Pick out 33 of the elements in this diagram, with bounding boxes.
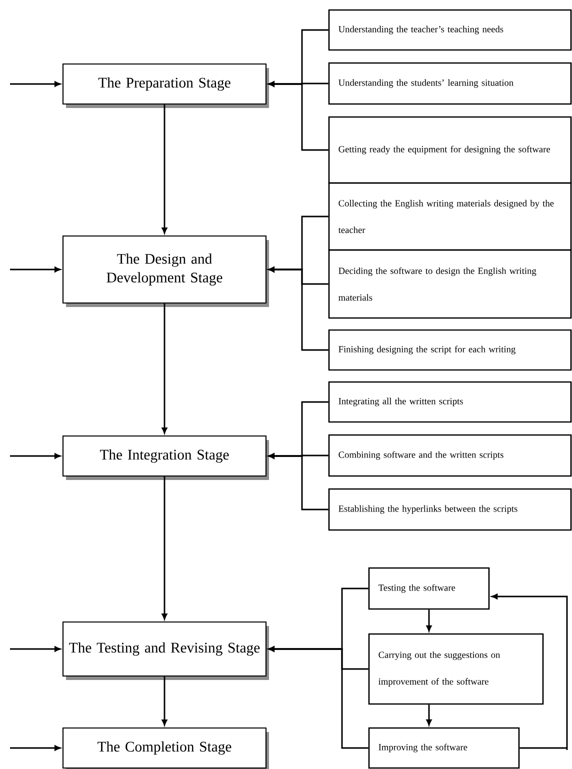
arrow xyxy=(10,81,60,87)
arrow xyxy=(162,676,168,726)
arrow xyxy=(268,646,368,749)
arrow xyxy=(426,704,432,726)
arrow xyxy=(10,266,60,272)
arrow xyxy=(10,646,60,652)
stage-box: The Completion Stage xyxy=(62,727,269,769)
arrow xyxy=(10,453,60,459)
task-box: Understanding the teacher’s teaching needs xyxy=(328,9,572,51)
arrow xyxy=(162,104,168,234)
task-box: Improving the software xyxy=(368,727,520,769)
task-box: Finishing designing the script for each writing xyxy=(328,329,572,371)
arrow xyxy=(268,453,328,510)
task-box: Integrating all the written scripts xyxy=(328,381,572,423)
stage-box: The Preparation Stage xyxy=(62,63,269,108)
task-box: Establishing the hyperlinks between the scripts xyxy=(328,488,572,531)
arrow xyxy=(426,610,432,632)
arrow xyxy=(268,81,328,151)
task-box: Testing the software xyxy=(368,567,490,610)
task-box: Understanding the students’ learning situation xyxy=(328,62,572,105)
task-box: Combining software and the written scripts xyxy=(328,434,572,477)
arrow xyxy=(162,476,168,620)
arrow xyxy=(492,594,568,751)
stage-box: The Design and Development Stage xyxy=(62,235,269,307)
stage-box: The Integration Stage xyxy=(62,435,269,480)
task-box: Getting ready the equipment for designing the software xyxy=(328,116,572,184)
task-box: Deciding the software to design the English writing materials xyxy=(328,249,572,319)
task-box: Collecting the English writing materials designed by the teacher xyxy=(328,182,572,251)
stage-box: The Testing and Revising Stage xyxy=(62,621,269,680)
task-box: Carrying out the suggestions on improvement of the software xyxy=(368,633,544,705)
arrow xyxy=(10,745,60,751)
arrow xyxy=(162,304,168,434)
arrow xyxy=(268,266,328,351)
